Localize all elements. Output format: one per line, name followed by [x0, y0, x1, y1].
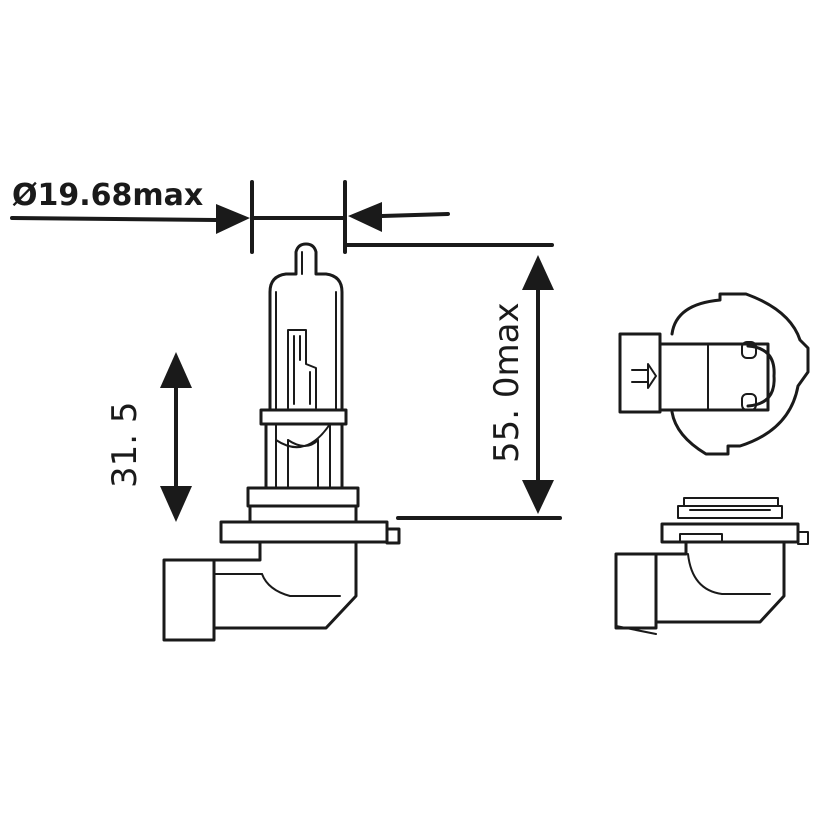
glass-envelope [268, 242, 344, 412]
height-arrow-down [522, 480, 554, 514]
rear-view-plug [614, 552, 658, 630]
filament [287, 329, 317, 409]
diameter-leader-left [10, 216, 218, 222]
top-view-outline [670, 292, 810, 456]
rear-view-top-disc [683, 497, 779, 507]
flange-tab [385, 527, 401, 545]
bulb-side-view [162, 242, 401, 642]
base-dimension: 31. 5 [105, 352, 192, 522]
top-view-lug-top [741, 341, 757, 359]
rear-view-contour [687, 553, 771, 595]
diameter-arrow-right [216, 204, 250, 234]
collar [259, 408, 348, 426]
top-view-curve [746, 344, 776, 408]
base-arrow-up [160, 352, 192, 388]
rear-view-clip [679, 533, 723, 543]
height-arrow-up [522, 255, 554, 290]
rear-view-connector [654, 540, 786, 624]
base-disc-upper [246, 486, 360, 508]
base-arrow-down [160, 486, 192, 522]
base-label: 31. 5 [105, 401, 145, 488]
base-disc-lower [248, 504, 358, 524]
bulb-top-view [618, 292, 810, 456]
flange [219, 520, 389, 544]
top-view-housing [658, 342, 770, 412]
diameter-label: Ø19.68max [12, 178, 203, 213]
connector-body [212, 540, 358, 630]
rear-view-plug-foot [615, 625, 657, 635]
height-dimension: 55. 0max [343, 243, 562, 520]
top-view-pin-arrow [647, 363, 657, 389]
support-arc-inner [287, 439, 319, 447]
height-label: 55. 0max [487, 302, 527, 463]
bulb-rear-view [614, 497, 809, 635]
diameter-arrow-left [348, 202, 382, 232]
support-arc [275, 423, 331, 449]
connector-plug [162, 558, 216, 642]
diameter-leader-right [380, 212, 450, 218]
diameter-dimension: Ø19.68max [10, 178, 450, 254]
top-view-lug-bottom [741, 393, 757, 411]
rear-view-disc [677, 505, 783, 519]
connector-contour [261, 573, 341, 597]
rear-view-tab [797, 531, 809, 545]
